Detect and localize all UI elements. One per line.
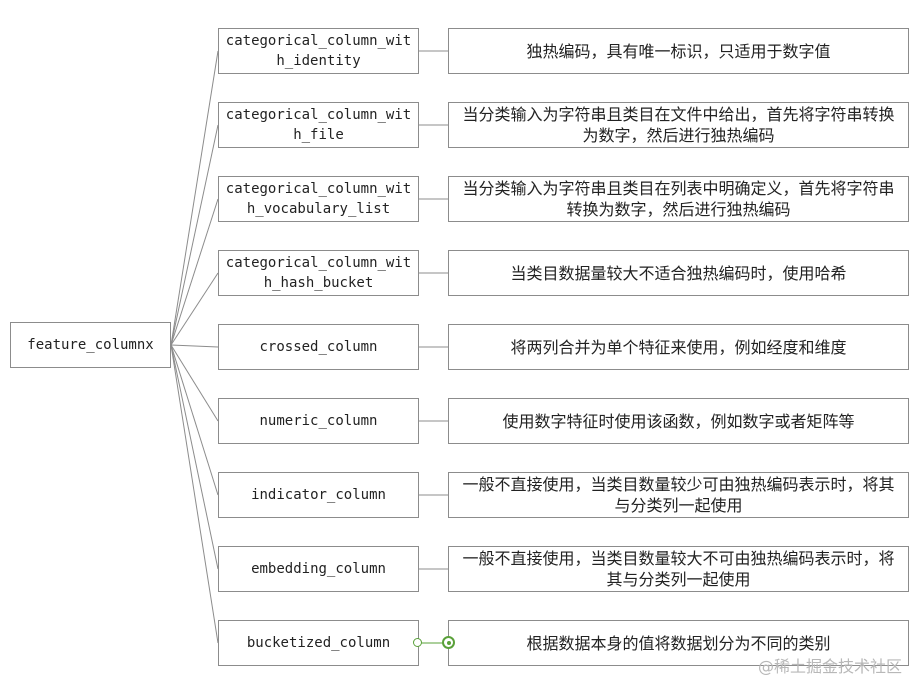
root-link-line <box>170 344 219 496</box>
node-label: categorical_column_with_identity <box>225 33 412 69</box>
node-crossed-column[interactable]: crossed_column <box>218 324 419 370</box>
desc-bucketized-column[interactable]: 根据数据本身的值将数据划分为不同的类别 <box>448 620 909 666</box>
node-indicator-column[interactable]: indicator_column <box>218 472 419 518</box>
link-handle-small-icon[interactable] <box>413 638 422 647</box>
root-link-line <box>170 272 219 346</box>
watermark: @稀土掘金技术社区 <box>757 657 902 676</box>
desc-label: 一般不直接使用，当类目数量较大不可由独热编码表示时，将其与分类列一起使用 <box>462 549 895 589</box>
node-label: crossed_column <box>259 339 378 355</box>
root-node[interactable]: feature_columnx <box>10 322 171 368</box>
desc-label: 独热编码，具有唯一标识，只适用于数字值 <box>526 41 831 61</box>
root-link-line <box>170 344 219 348</box>
desc-label: 使用数字特征时使用该函数，例如数字或者矩阵等 <box>502 411 855 431</box>
node-categorical-column-with-vocabulary-list[interactable]: categorical_column_with_vocabulary_list <box>218 176 419 222</box>
node-categorical-column-with-hash-bucket[interactable]: categorical_column_with_hash_bucket <box>218 250 419 296</box>
node-label: categorical_column_with_file <box>225 107 412 143</box>
link-handle-large-icon[interactable] <box>442 636 455 649</box>
desc-embedding-column[interactable]: 一般不直接使用，当类目数量较大不可由独热编码表示时，将其与分类列一起使用 <box>448 546 909 592</box>
root-link-line <box>170 124 219 346</box>
root-link-line <box>170 198 219 346</box>
node-bucketized-column[interactable]: bucketized_column <box>218 620 419 666</box>
desc-label: 当类目数据量较大不适合独热编码时，使用哈希 <box>510 263 847 283</box>
root-link-line <box>170 50 219 346</box>
desc-categorical-column-with-file[interactable]: 当分类输入为字符串且类目在文件中给出，首先将字符串转换为数字，然后进行独热编码 <box>448 102 909 148</box>
node-label: categorical_column_with_vocabulary_list <box>225 181 412 217</box>
root-link-line <box>170 344 219 422</box>
desc-label: 一般不直接使用，当类目数量较少可由独热编码表示时，将其与分类列一起使用 <box>462 475 895 515</box>
node-categorical-column-with-file[interactable]: categorical_column_with_file <box>218 102 419 148</box>
node-embedding-column[interactable]: embedding_column <box>218 546 419 592</box>
node-categorical-column-with-identity[interactable]: categorical_column_with_identity <box>218 28 419 74</box>
root-link-line <box>170 344 219 644</box>
node-label: categorical_column_with_hash_bucket <box>225 255 412 291</box>
root-link-line <box>170 344 219 570</box>
node-label: embedding_column <box>251 561 386 577</box>
desc-crossed-column[interactable]: 将两列合并为单个特征来使用，例如经度和维度 <box>448 324 909 370</box>
root-node-label: feature_columnx <box>27 337 154 353</box>
desc-categorical-column-with-hash-bucket[interactable]: 当类目数据量较大不适合独热编码时，使用哈希 <box>448 250 909 296</box>
desc-categorical-column-with-identity[interactable]: 独热编码，具有唯一标识，只适用于数字值 <box>448 28 909 74</box>
node-label: indicator_column <box>251 487 386 503</box>
desc-label: 根据数据本身的值将数据划分为不同的类别 <box>526 633 831 653</box>
desc-label: 当分类输入为字符串且类目在文件中给出，首先将字符串转换为数字，然后进行独热编码 <box>462 105 895 145</box>
desc-indicator-column[interactable]: 一般不直接使用，当类目数量较少可由独热编码表示时，将其与分类列一起使用 <box>448 472 909 518</box>
node-numeric-column[interactable]: numeric_column <box>218 398 419 444</box>
desc-numeric-column[interactable]: 使用数字特征时使用该函数，例如数字或者矩阵等 <box>448 398 909 444</box>
node-label: bucketized_column <box>246 635 391 651</box>
node-label: numeric_column <box>259 413 378 429</box>
desc-label: 将两列合并为单个特征来使用，例如经度和维度 <box>510 337 847 357</box>
desc-categorical-column-with-vocabulary-list[interactable]: 当分类输入为字符串且类目在列表中明确定义，首先将字符串转换为数字，然后进行独热编… <box>448 176 909 222</box>
desc-label: 当分类输入为字符串且类目在列表中明确定义，首先将字符串转换为数字，然后进行独热编… <box>462 179 895 219</box>
